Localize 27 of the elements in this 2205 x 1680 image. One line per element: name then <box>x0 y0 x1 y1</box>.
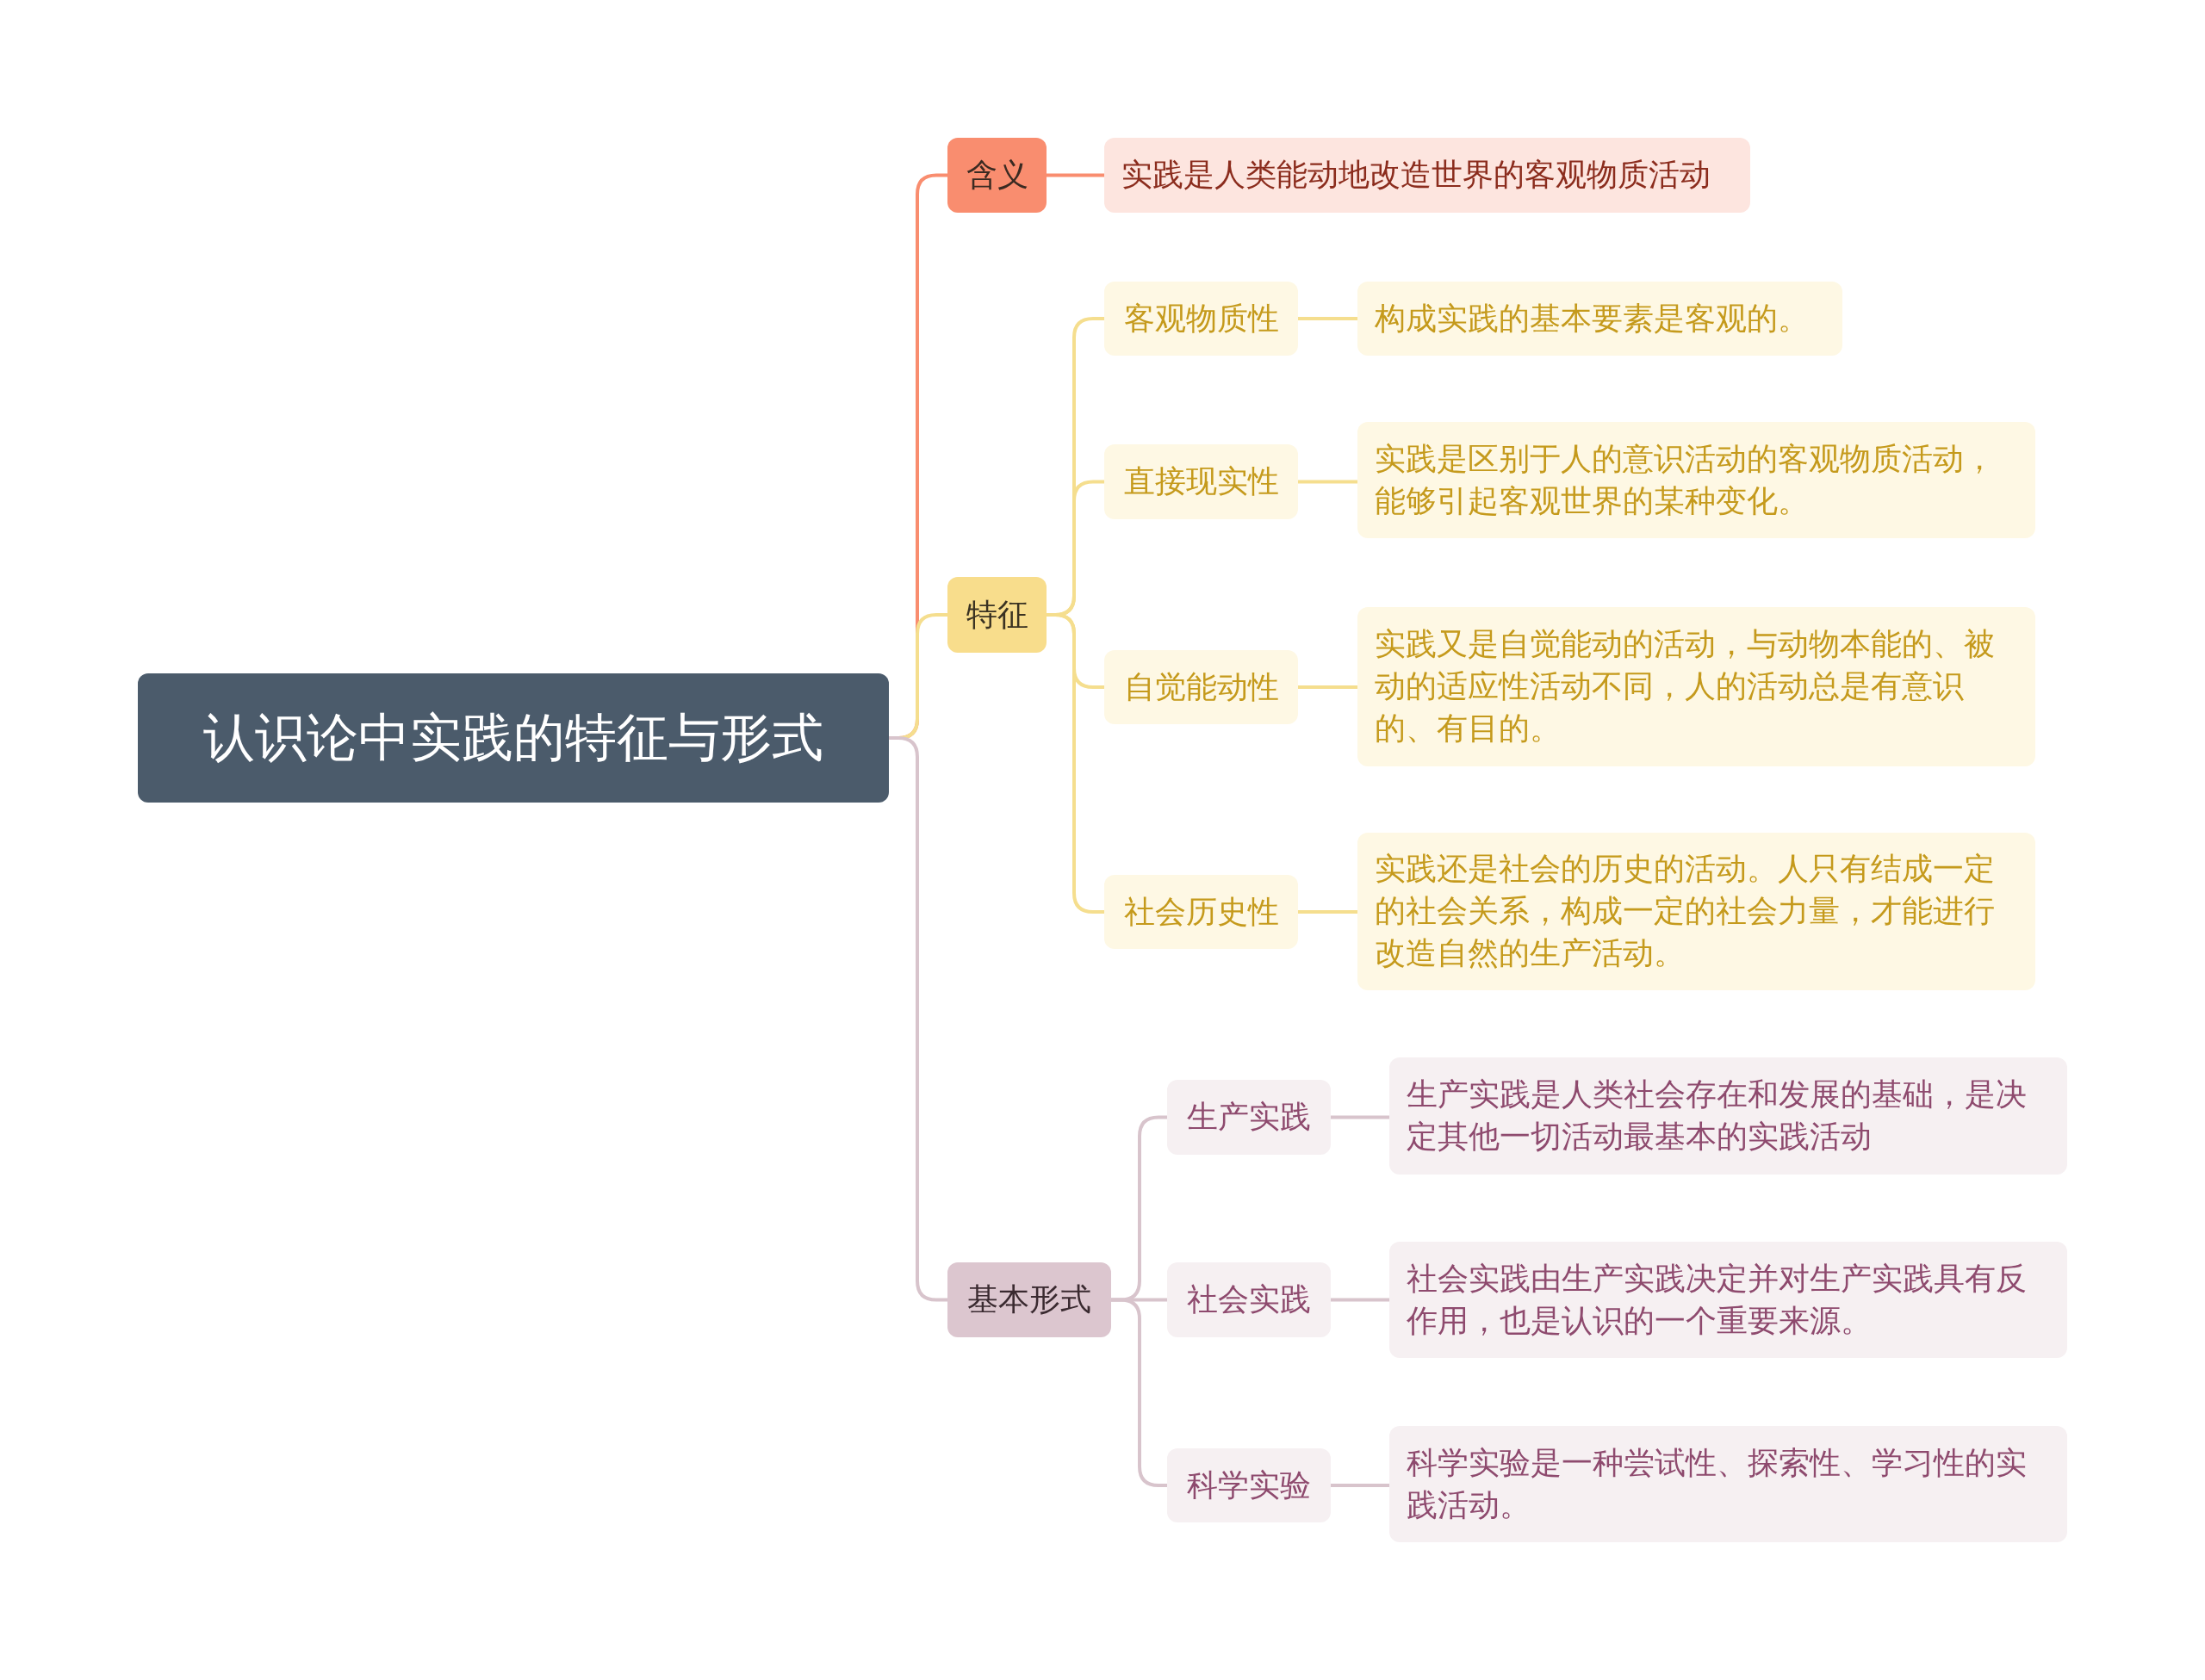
connector-line <box>1298 317 1357 320</box>
connector-line <box>1298 685 1357 689</box>
subtopic-box: 科学实验 <box>1167 1448 1331 1522</box>
branch-topic-box: 特征 <box>947 577 1047 653</box>
description-box: 实践又是自觉能动的活动，与动物本能的、被动的适应性活动不同，人的活动总是有意识的、有目的。 <box>1357 607 2035 766</box>
connector-line <box>1298 480 1357 484</box>
description-box: 实践是区别于人的意识活动的客观物质活动，能够引起客观世界的某种变化。 <box>1357 422 2035 538</box>
branch-topic-box: 基本形式 <box>947 1262 1111 1337</box>
description-box: 社会实践由生产实践决定并对生产实践具有反作用，也是认识的一个重要来源。 <box>1389 1242 2067 1358</box>
description-box: 生产实践是人类社会存在和发展的基础，是决定其他一切活动最基本的实践活动 <box>1389 1057 2067 1175</box>
branch-topic-box: 含义 <box>947 138 1047 213</box>
subtopic-box: 社会实践 <box>1167 1262 1331 1337</box>
connector-line <box>1047 173 1104 177</box>
subtopic-box: 客观物质性 <box>1104 282 1298 356</box>
connector-line <box>1331 1115 1389 1119</box>
description-box: 科学实验是一种尝试性、探索性、学习性的实践活动。 <box>1389 1426 2067 1542</box>
description-box: 实践还是社会的历史的活动。人只有结成一定的社会关系，构成一定的社会力量，才能进行改造自然的生产活动。 <box>1357 833 2035 990</box>
subtopic-box: 自觉能动性 <box>1104 650 1298 724</box>
subtopic-box: 社会历史性 <box>1104 875 1298 949</box>
connector-line <box>1331 1298 1389 1302</box>
description-box: 构成实践的基本要素是客观的。 <box>1357 282 1842 356</box>
subtopic-box: 生产实践 <box>1167 1080 1331 1155</box>
connector-line <box>1331 1484 1389 1487</box>
description-box: 实践是人类能动地改造世界的客观物质活动 <box>1104 138 1750 213</box>
connector-line <box>1298 910 1357 914</box>
central-topic-box: 认识论中实践的特征与形式 <box>138 673 889 803</box>
subtopic-box: 直接现实性 <box>1104 444 1298 519</box>
